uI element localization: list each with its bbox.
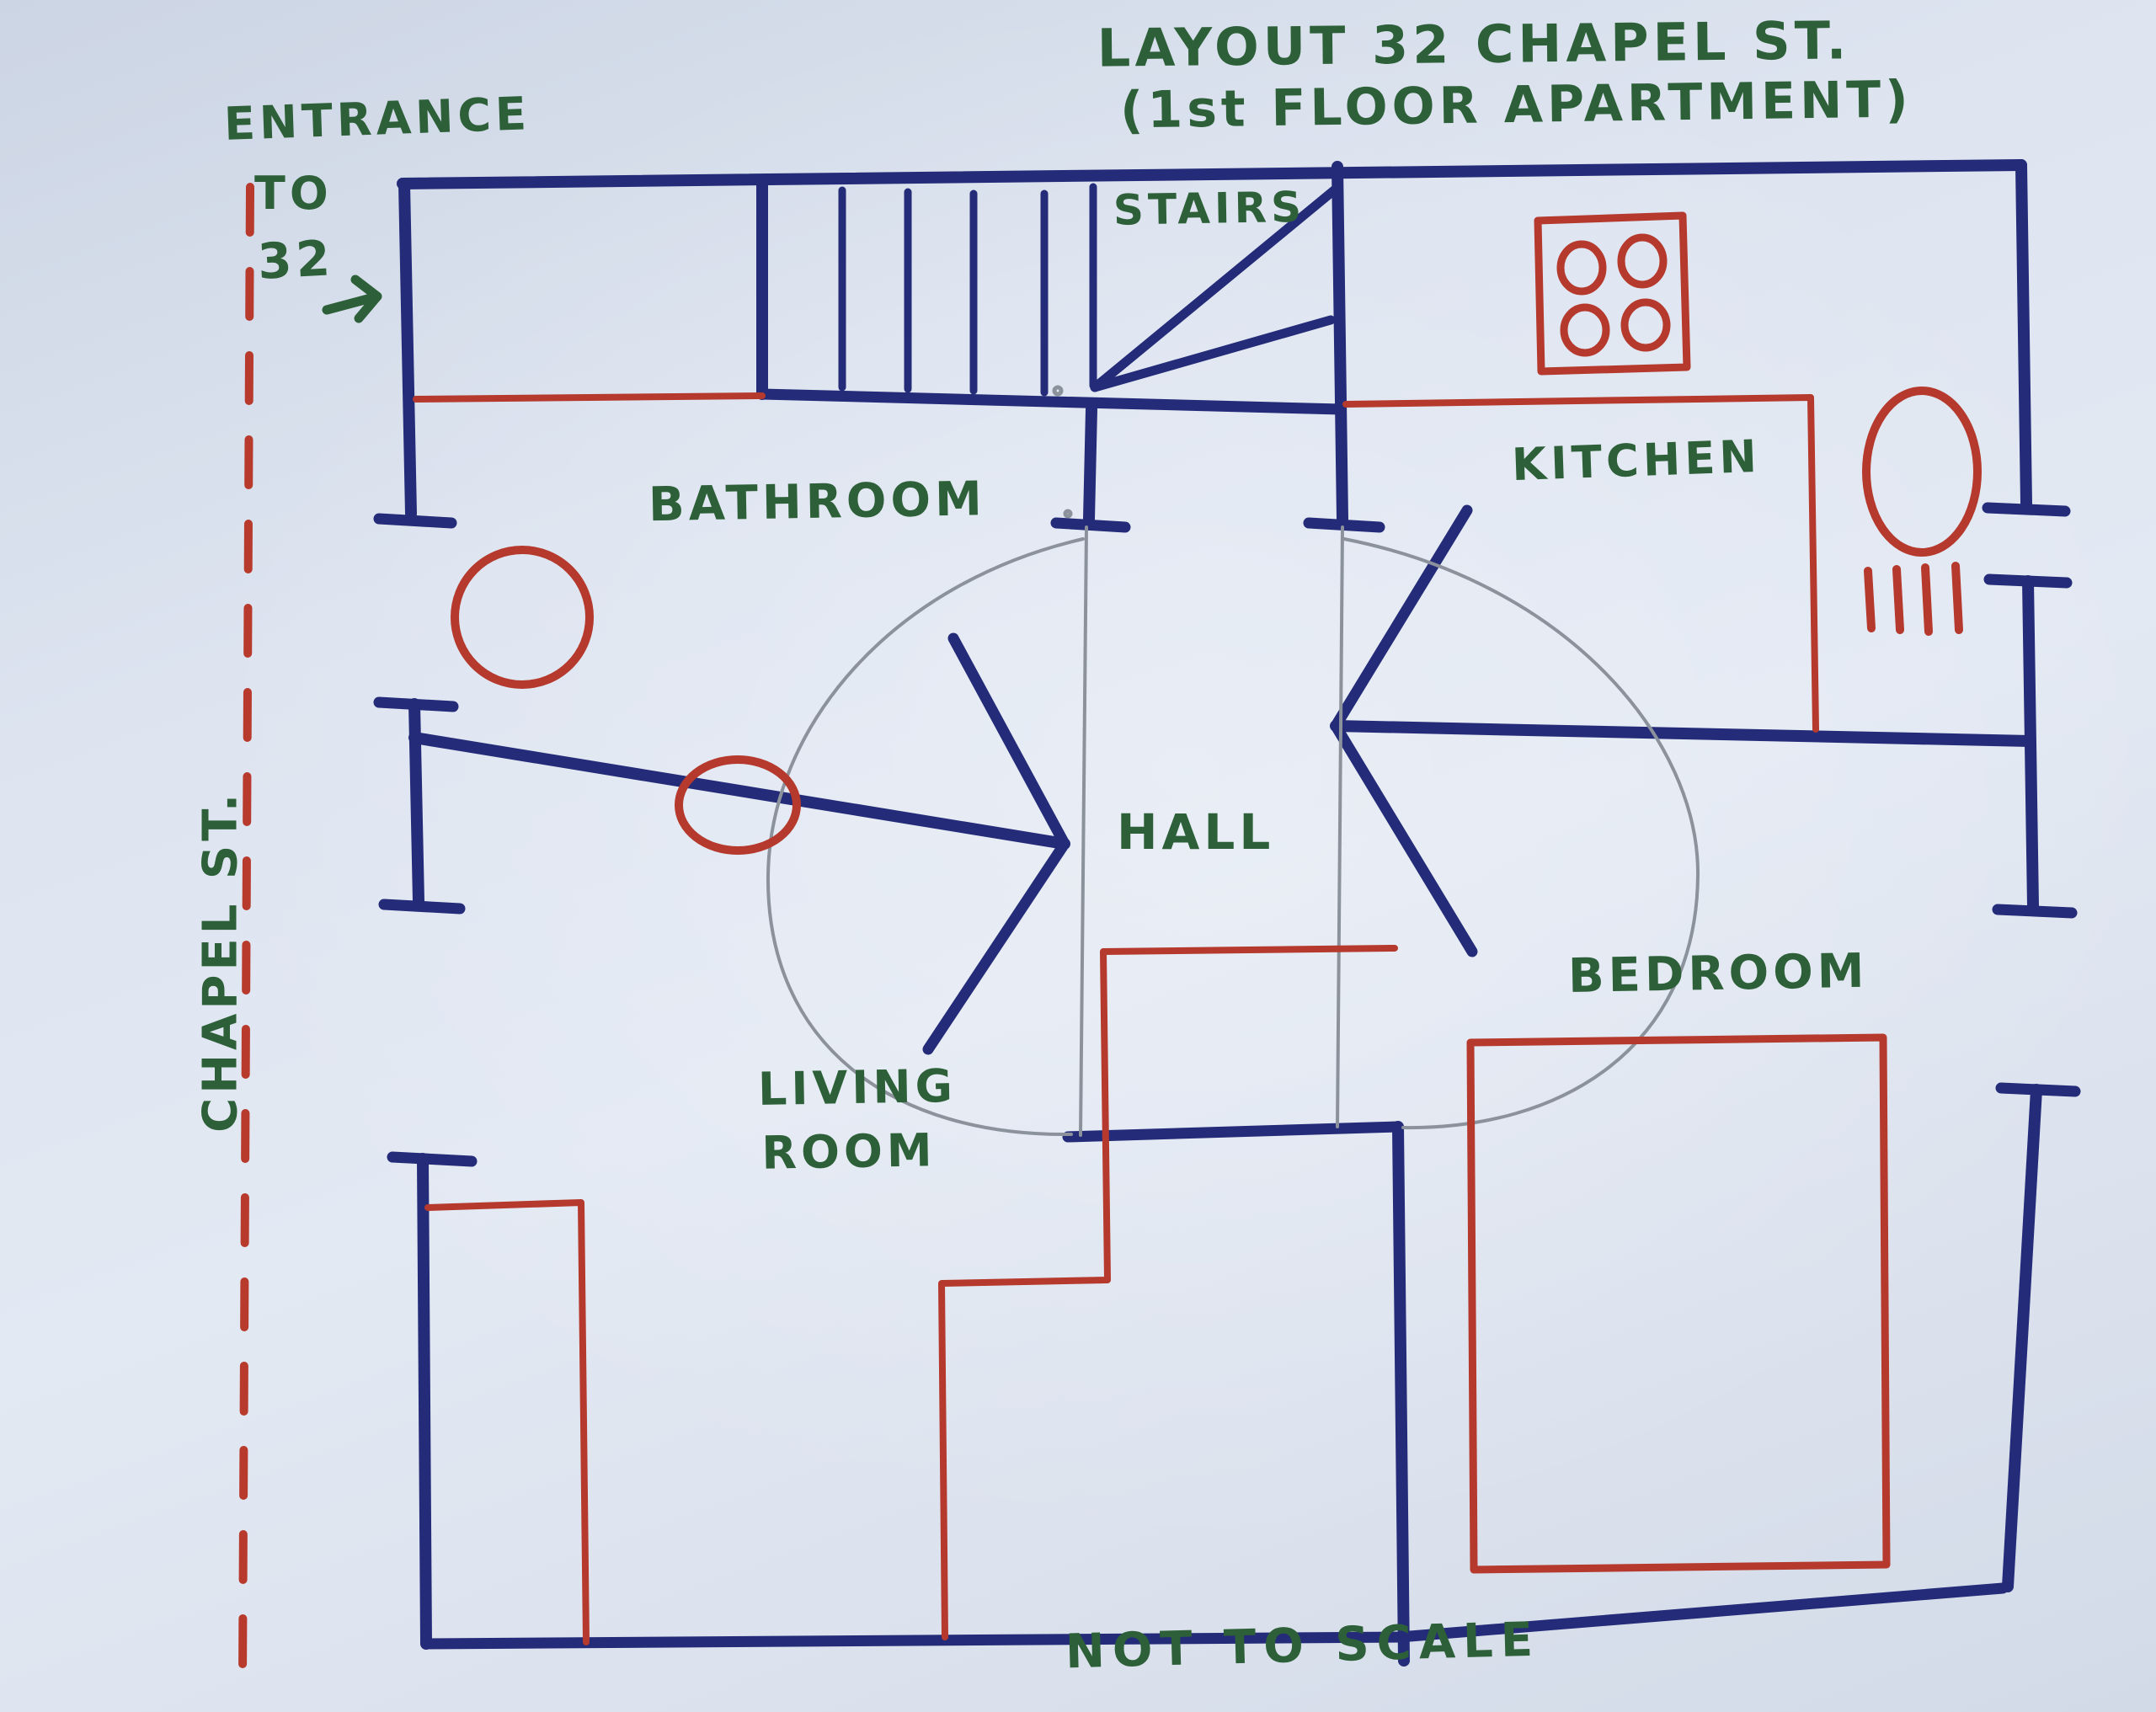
bathroom-top-red-line <box>413 392 766 403</box>
entrance-label-word: ENTRANCE <box>222 87 531 151</box>
entrance-arrow-icon <box>322 275 382 323</box>
wall-kitchen-bedroom-divider <box>1330 720 2036 747</box>
entrance-label-number: 32 <box>256 229 336 291</box>
pencil-speck-2 <box>1063 509 1073 519</box>
door-leaf-left-lower <box>922 838 1070 1055</box>
room-label-kitchen: KITCHEN <box>1511 430 1762 492</box>
wall-top <box>397 159 2027 189</box>
wall-living-bedroom-divider <box>1392 1121 1410 1667</box>
hob-burner-4 <box>1620 298 1671 352</box>
chapel-street-dashed-line <box>238 183 254 1684</box>
wall-left-upper <box>398 178 417 520</box>
stairs-winder-tread-1 <box>1090 185 1339 392</box>
page-title-line1: LAYOUT 32 CHAPEL ST. <box>1097 9 1851 79</box>
hob-burner-1 <box>1556 240 1607 296</box>
room-label-living-line2: ROOM <box>760 1123 937 1180</box>
wall-left-lower-startcap <box>387 1151 478 1167</box>
toilet <box>451 546 594 689</box>
stairs-right-wall-endcap <box>1303 517 1385 533</box>
hall-left-stub-wall <box>1083 403 1097 525</box>
room-label-bedroom: BEDROOM <box>1567 943 1870 1004</box>
room-label-living-line1: LIVING <box>757 1059 958 1117</box>
step-unit <box>938 945 1398 1640</box>
wall-bathroom-living-divider <box>408 732 1070 850</box>
door-swing-arc-left <box>766 537 1085 1137</box>
room-label-bathroom: BATHROOM <box>648 472 987 533</box>
wall-right-mid-endcap <box>1992 904 2078 919</box>
entrance-label-to: TO <box>254 167 333 220</box>
wash-basin <box>675 755 801 855</box>
hall-pencil-line-left <box>1079 525 1088 1137</box>
hall-pencil-line-right <box>1336 525 1344 1128</box>
door-leaf-left-upper <box>947 632 1070 850</box>
kitchen-sink <box>1862 387 1982 557</box>
street-name-label: CHAPEL ST. <box>193 789 248 1133</box>
wall-left-upper-endcap <box>373 513 457 529</box>
radiator-fin-3 <box>1921 563 1933 636</box>
kitchen-counter <box>1342 394 1819 733</box>
sofa <box>424 1199 590 1645</box>
radiator-fin-4 <box>1951 562 1963 634</box>
radiator-fin-1 <box>1864 567 1876 632</box>
wall-right-lower <box>2002 1084 2042 1592</box>
door-leaf-right-upper <box>1330 504 1473 732</box>
page-title-line2: (1st FLOOR APARTMENT) <box>1119 70 1913 141</box>
stairs-right-wall <box>1331 161 1348 525</box>
wall-right-upper-endcap <box>1982 502 2071 517</box>
wall-left-mid-endcap <box>378 899 466 915</box>
radiator-fin-2 <box>1892 565 1904 634</box>
room-label-hall: HALL <box>1117 803 1275 861</box>
stairs-bottom-wall <box>756 388 1347 415</box>
hob <box>1534 211 1691 376</box>
hall-bottom-wall <box>1062 1121 1404 1143</box>
pencil-speck-1 <box>1052 385 1064 397</box>
bed <box>1466 1033 1891 1574</box>
door-swing-arc-right <box>1342 537 1700 1130</box>
door-leaf-right-lower <box>1330 720 1478 957</box>
hob-burner-3 <box>1560 303 1610 357</box>
hall-left-stub-endcap <box>1050 517 1131 533</box>
room-label-stairs: STAIRS <box>1113 182 1306 235</box>
wall-left-lower <box>417 1153 432 1650</box>
wall-right-upper <box>2015 159 2032 509</box>
hob-burner-2 <box>1617 233 1668 289</box>
stairs-winder-tread-2 <box>1090 315 1336 392</box>
